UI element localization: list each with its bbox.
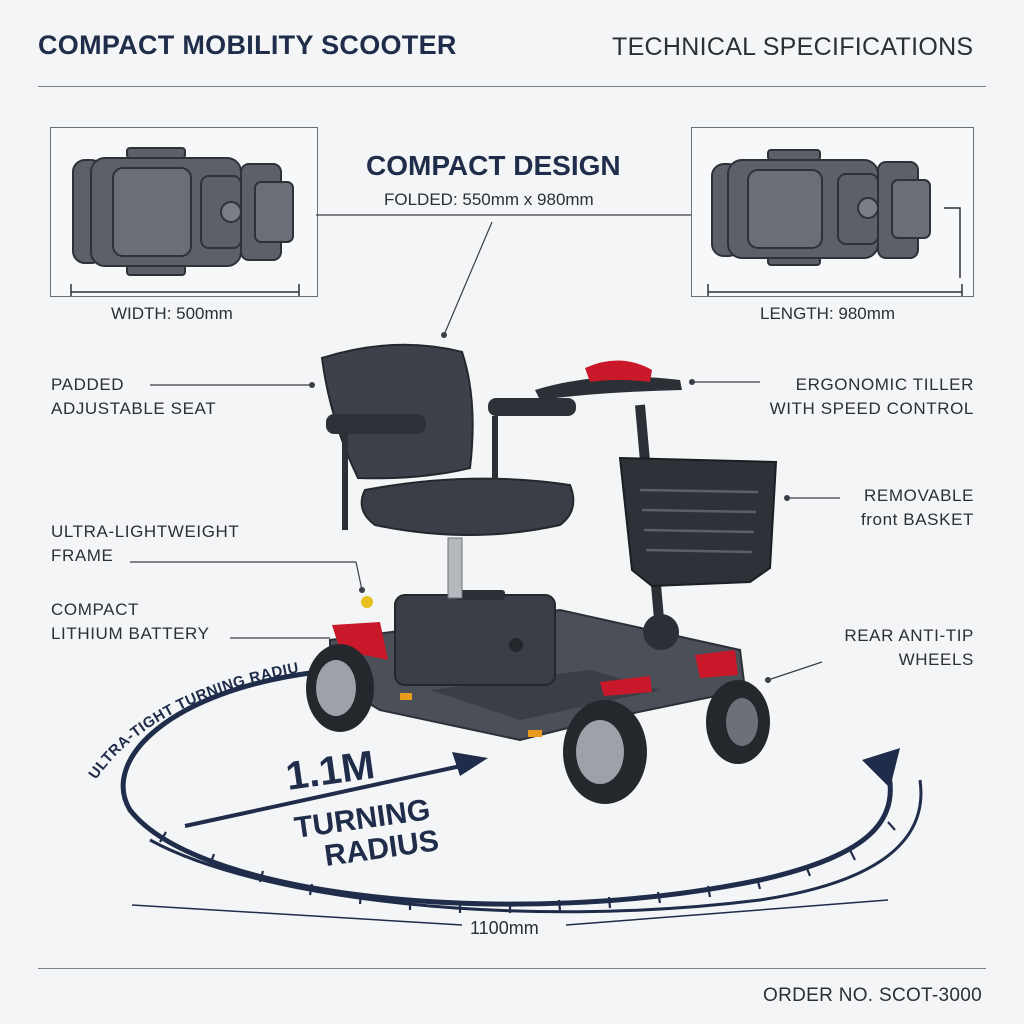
rear-left-wheel (306, 644, 374, 732)
turning-dimension: 1100mm (470, 918, 539, 938)
callout-frame: ULTRA-LIGHTWEIGHT FRAME (51, 522, 240, 565)
seat-cushion (360, 477, 575, 536)
callout-battery: COMPACT LITHIUM BATTERY (51, 600, 210, 643)
callout-tiller: ERGONOMIC TILLER WITH SPEED CONTROL (769, 375, 974, 418)
turning-arc-inner (120, 669, 893, 907)
compact-design-title: COMPACT DESIGN (366, 150, 621, 181)
battery-knob (509, 638, 523, 652)
arc-arrowhead (862, 748, 900, 788)
right-armrest (488, 398, 576, 416)
side-reflector-front (528, 730, 542, 737)
side-reflector-rear (400, 693, 412, 700)
header-divider (38, 86, 986, 87)
seat-backrest (320, 343, 474, 480)
front-right-wheel (706, 680, 770, 764)
radius-arrowhead (452, 752, 488, 776)
tiller-speed-control (585, 360, 652, 382)
front-red-accent (695, 650, 738, 678)
front-left-wheel (563, 700, 647, 804)
seat-post (447, 537, 463, 599)
side-red-accent (600, 676, 652, 696)
length-diagram-box (691, 127, 974, 297)
left-armrest (326, 414, 426, 434)
callout-basket: REMOVABLE front BASKET (860, 486, 974, 529)
order-number: ORDER NO. SCOT-3000 (763, 985, 982, 1006)
page-subtitle: TECHNICAL SPECIFICATIONS (612, 33, 974, 61)
callout-seat: PADDED ADJUSTABLE SEAT (51, 375, 217, 418)
length-label: LENGTH: 980mm (760, 304, 896, 323)
radius-arrow-shaft (184, 762, 471, 828)
page-title: COMPACT MOBILITY SCOOTER (38, 30, 457, 60)
battery-handle (455, 590, 505, 600)
folded-dimensions: FOLDED: 550mm x 980mm (384, 190, 594, 209)
footer-divider (38, 968, 986, 969)
frame-release-knob (361, 596, 373, 608)
front-basket (618, 456, 778, 588)
scooter-top-view-width (70, 147, 300, 296)
tiller-handlebar (535, 376, 682, 400)
width-diagram-box (50, 127, 318, 297)
battery-pack (394, 594, 556, 686)
width-label: WIDTH: 500mm (111, 304, 233, 323)
scooter-top-view-length (707, 149, 963, 296)
tiller-hinge (643, 614, 679, 650)
callout-wheels: REAR ANTI-TIP WHEELS (844, 626, 974, 669)
